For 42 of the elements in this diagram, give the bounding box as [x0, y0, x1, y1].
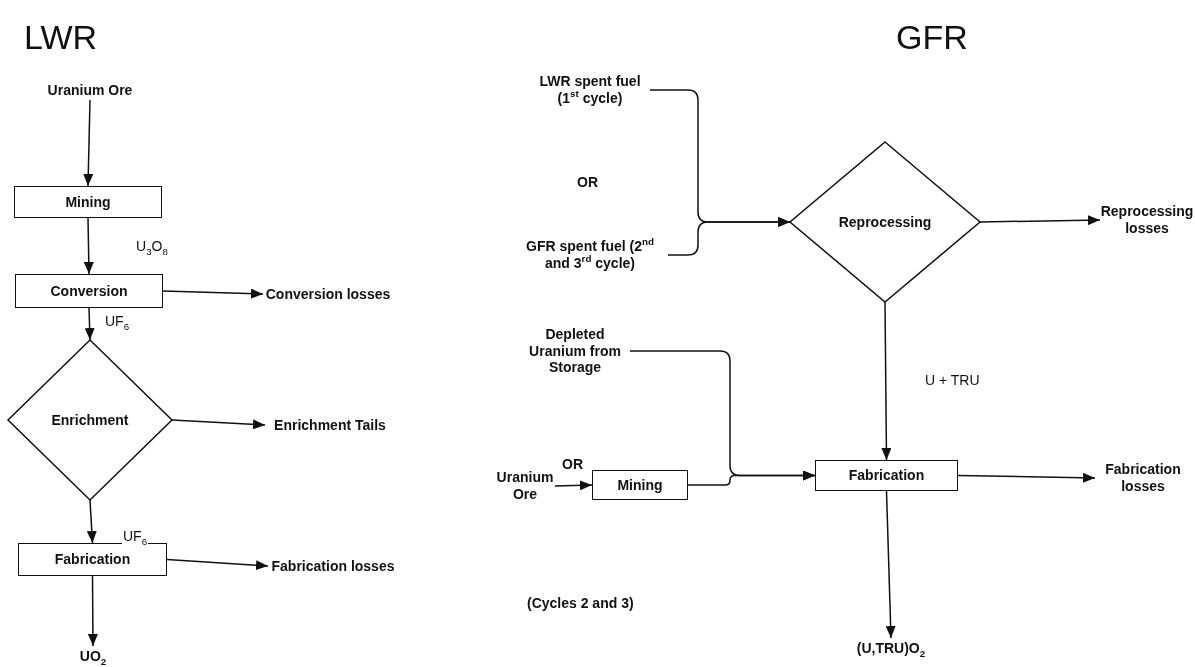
flow-text: Depleted Uranium from Storage	[520, 318, 630, 384]
arrow	[166, 558, 269, 571]
brace-arrow	[667, 217, 791, 256]
arrow	[84, 307, 95, 341]
flow-text: (U,TRU)O$_{2}$	[836, 638, 946, 658]
arrow	[957, 472, 1096, 483]
flow-text: Fabrication losses	[1095, 458, 1191, 498]
brace-arrow	[687, 470, 816, 486]
note-text: OR	[562, 456, 583, 472]
arrow	[885, 490, 896, 639]
flow-text: Uranium Ore	[40, 80, 140, 100]
arrow	[83, 99, 94, 187]
flow-text: Enrichment Tails	[265, 405, 395, 445]
edge-label: U + TRU	[924, 372, 981, 388]
arrow	[83, 217, 94, 275]
arrow	[979, 215, 1101, 226]
flow-text: GFR spent fuel (2$^{nd}$ and 3$^{rd}$ cycle)	[512, 235, 668, 275]
process-box: Conversion	[15, 274, 163, 308]
arrow	[554, 480, 593, 491]
arrow	[171, 419, 266, 430]
flow-text: Conversion losses	[263, 274, 393, 314]
process-box: Mining	[14, 186, 162, 218]
flow-text: UO$_{2}$	[66, 646, 120, 666]
note-text: OR	[577, 174, 598, 190]
note-text: (Cycles 2 and 3)	[527, 595, 634, 611]
process-box: Fabrication	[815, 460, 958, 491]
flow-text: Reprocessing losses	[1100, 200, 1194, 240]
process-box: Mining	[592, 470, 688, 500]
flow-text: LWR spent fuel (1$^{st}$ cycle)	[530, 70, 650, 110]
arrow	[87, 575, 98, 647]
column-heading: GFR	[896, 18, 968, 57]
flow-text: Uranium Ore	[495, 468, 555, 504]
arrow	[881, 301, 892, 461]
decision-diamond: Enrichment	[8, 340, 172, 500]
edge-label: UF$_{6}$	[122, 528, 149, 544]
decision-diamond: Reprocessing	[790, 142, 980, 302]
flow-text: Fabrication losses	[268, 546, 398, 586]
arrow	[86, 499, 97, 544]
edge-label: U$_{3}$O$_{8}$	[135, 238, 169, 254]
column-heading: LWR	[24, 18, 98, 57]
edge-label: UF$_{6}$	[104, 313, 131, 329]
arrow	[162, 288, 264, 299]
